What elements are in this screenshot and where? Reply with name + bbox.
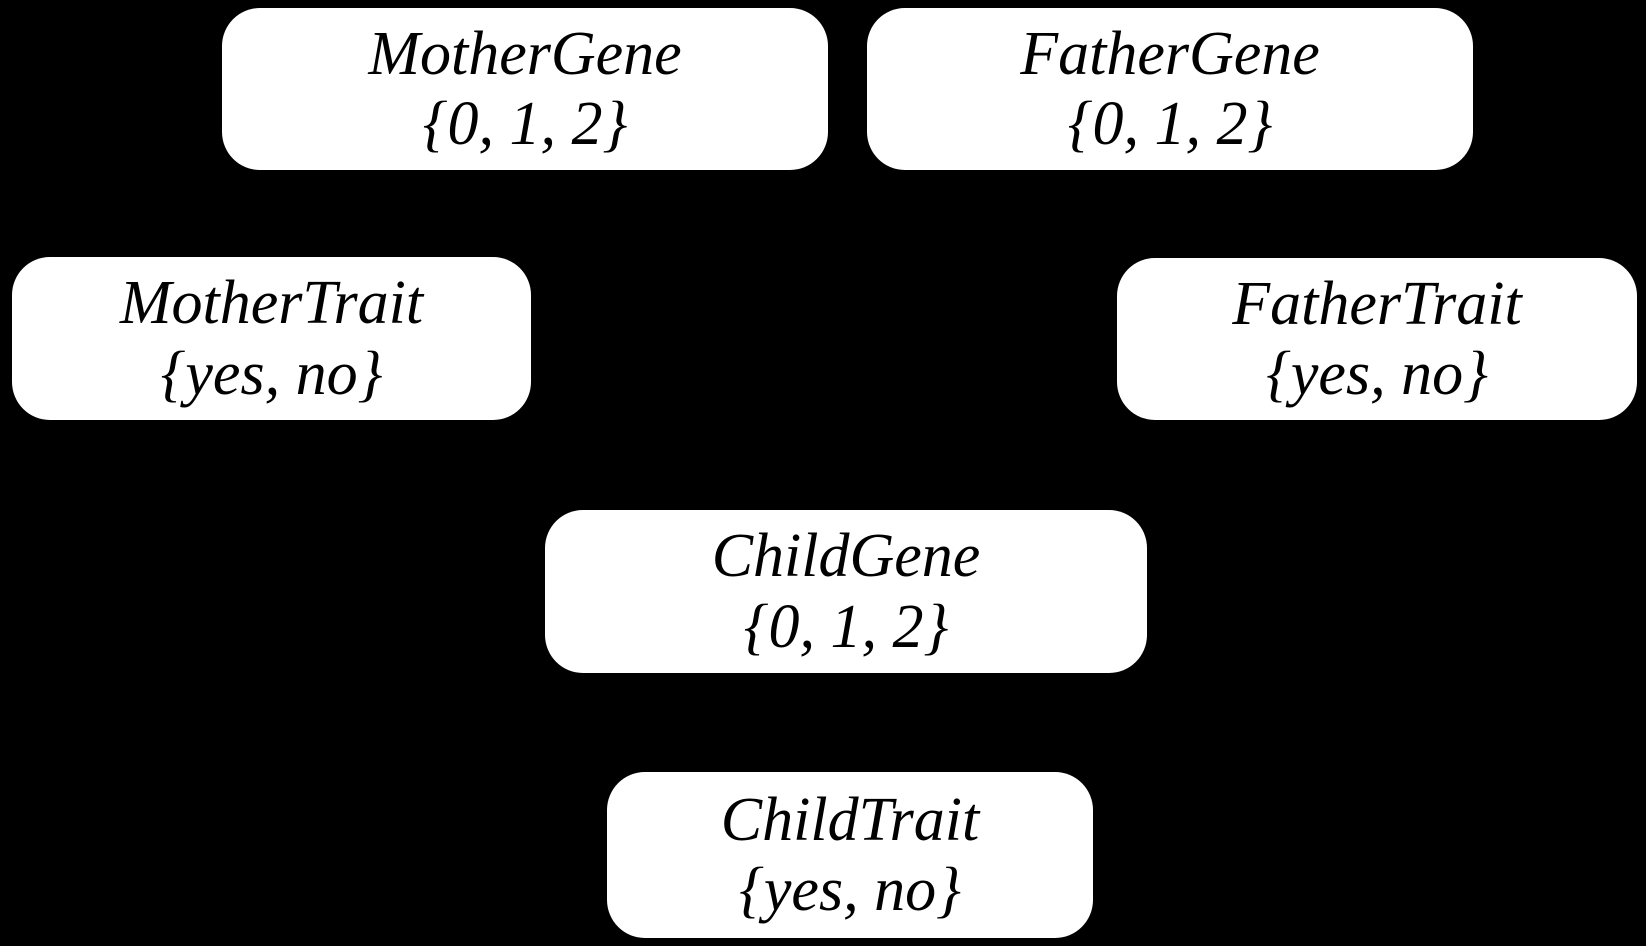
node-mother-trait: MotherTrait {yes, no} [12, 257, 531, 420]
node-child-gene: ChildGene {0, 1, 2} [545, 510, 1147, 673]
node-child-trait-domain: {yes, no} [739, 856, 961, 924]
node-child-gene-label: ChildGene [711, 522, 981, 591]
node-mother-trait-label: MotherTrait [119, 269, 424, 338]
node-mother-gene-domain: {0, 1, 2} [422, 90, 628, 158]
node-father-gene-label: FatherGene [1020, 19, 1320, 88]
node-child-gene-domain: {0, 1, 2} [743, 592, 949, 661]
node-child-trait-label: ChildTrait [720, 785, 980, 854]
node-father-trait-label: FatherTrait [1232, 269, 1522, 338]
node-mother-gene-label: MotherGene [368, 19, 682, 88]
node-father-trait: FatherTrait {yes, no} [1117, 258, 1637, 420]
node-mother-trait-domain: {yes, no} [160, 339, 383, 408]
node-child-trait: ChildTrait {yes, no} [607, 772, 1093, 938]
node-father-trait-domain: {yes, no} [1266, 340, 1488, 408]
node-father-gene: FatherGene {0, 1, 2} [867, 8, 1473, 170]
node-mother-gene: MotherGene {0, 1, 2} [222, 8, 828, 170]
node-father-gene-domain: {0, 1, 2} [1067, 90, 1273, 158]
